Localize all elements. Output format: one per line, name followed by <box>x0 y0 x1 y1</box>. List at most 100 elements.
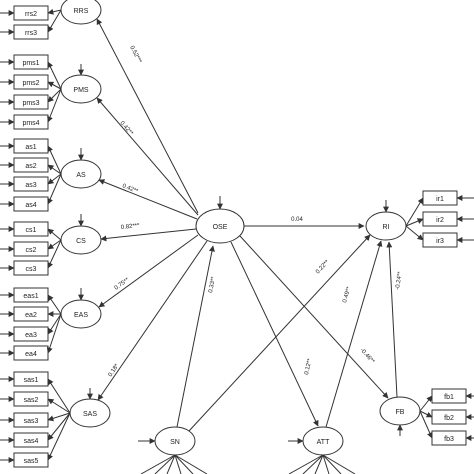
loading-as1 <box>47 145 62 175</box>
latent-ri: RI <box>365 211 407 241</box>
indicator-label-as3: as3 <box>25 182 36 189</box>
loading-ea4 <box>46 313 62 354</box>
coef-rrs-ose: 0.52*** <box>128 45 142 65</box>
latent-pms: PMS <box>60 74 102 104</box>
indicator-label-as4: as4 <box>25 202 36 209</box>
path-sn-ose <box>176 245 215 428</box>
indicator-label-ir2: ir2 <box>436 217 444 224</box>
latent-rrs: RRS <box>60 0 102 25</box>
measurement-model: rrs2rrs3pms1pms2pms3pms4as1as2as3as4cs1c… <box>0 5 474 474</box>
sn-loading-stub <box>174 454 194 474</box>
coef-fb-ri: -0.24** <box>395 271 404 291</box>
att-loading-stub <box>314 454 324 474</box>
loading-cs3 <box>47 239 62 269</box>
loading-ir2 <box>405 218 424 227</box>
loading-cs1 <box>47 228 62 241</box>
path-coefficients: 0.52*** 0.42** 0.42** 0.82*** 0.75** 0.1… <box>108 45 404 378</box>
indicator-label-ea4: ea4 <box>25 351 37 358</box>
indicator-label-ea3: ea3 <box>25 332 37 339</box>
path-pms-ose <box>96 97 199 216</box>
att-loading-stub <box>322 454 342 474</box>
loading-sas3 <box>47 412 71 422</box>
sn-loading-stub <box>154 454 176 474</box>
latent-fb-label: FB <box>396 409 405 416</box>
loading-as3 <box>47 173 62 185</box>
att-loading-stub <box>322 454 356 474</box>
latent-eas: EAS <box>60 299 102 329</box>
loading-fb1 <box>419 395 433 412</box>
indicator-label-eas1: eas1 <box>23 293 38 300</box>
loading-pms2 <box>47 81 62 90</box>
latent-ri-label: RI <box>383 224 390 231</box>
indicator-label-cs2: cs2 <box>26 247 37 254</box>
latent-eas-label: EAS <box>74 312 88 319</box>
coef-cs-ose: 0.82*** <box>121 223 141 231</box>
loading-as2 <box>47 164 62 175</box>
latent-sn-label: SN <box>170 439 180 446</box>
coef-ose-fb: -0.46** <box>359 347 376 365</box>
path-cs-ose <box>100 228 197 242</box>
loading-pms4 <box>47 88 62 123</box>
latent-sas-label: SAS <box>83 411 97 418</box>
indicator-label-pms2: pms2 <box>22 80 39 87</box>
loading-sas4 <box>47 412 71 441</box>
indicator-label-pms1: pms1 <box>22 60 39 67</box>
indicator-label-as2: as2 <box>25 163 36 170</box>
loading-rrs3 <box>47 9 62 33</box>
loading-cs2 <box>47 239 62 250</box>
coef-att-ri: 0.49** <box>342 286 352 304</box>
latent-ose: OSE <box>195 208 245 244</box>
indicator-label-ea2: ea2 <box>25 312 37 319</box>
latent-pms-label: PMS <box>73 87 89 94</box>
att-loading-stub <box>322 454 330 474</box>
indicator-label-sas5: sas5 <box>24 458 39 465</box>
latent-sas: SAS <box>69 398 111 428</box>
indicator-label-ir3: ir3 <box>436 238 444 245</box>
latent-att: ATT <box>302 426 344 456</box>
latent-ose-label: OSE <box>213 224 228 231</box>
indicator-label-fb1: fb1 <box>444 394 454 401</box>
loading-sas1 <box>47 378 71 414</box>
indicator-label-sas2: sas2 <box>24 397 39 404</box>
coef-ose-att: 0.12** <box>304 358 313 376</box>
latent-as: AS <box>60 159 102 189</box>
loading-sas2 <box>47 398 71 414</box>
structural-paths <box>96 18 398 432</box>
loading-ea3 <box>47 313 62 335</box>
path-eas-ose <box>98 234 199 308</box>
indicator-label-sas1: sas1 <box>24 377 39 384</box>
indicator-label-ir1: ir1 <box>436 196 444 203</box>
coef-pms-ose: 0.42** <box>118 120 134 137</box>
loading-ir1 <box>405 197 424 227</box>
path-rrs-ose <box>96 18 199 214</box>
loading-fb3 <box>419 410 433 439</box>
sn-loading-stub <box>166 454 176 474</box>
loading-as4 <box>47 173 62 205</box>
latent-cs-label: CS <box>76 238 86 245</box>
latent-rrs-label: RRS <box>74 8 89 15</box>
loading-pms3 <box>47 88 62 103</box>
coef-sn-ose: 0.33** <box>208 276 217 294</box>
path-ose-fb <box>239 235 389 399</box>
indicator-label-fb2: fb2 <box>444 415 454 422</box>
loading-sas5 <box>47 412 71 461</box>
coef-sn-ri: 0.22** <box>315 259 331 276</box>
indicator-label-rrs2: rrs2 <box>25 11 37 18</box>
latent-fb: FB <box>379 396 421 426</box>
loading-pms1 <box>47 61 62 90</box>
path-sn-ri <box>188 234 371 432</box>
indicator-label-rrs3: rrs3 <box>25 30 37 37</box>
indicator-label-pms3: pms3 <box>22 100 39 107</box>
coef-eas-ose: 0.75** <box>114 277 131 292</box>
latent-as-label: AS <box>76 172 86 179</box>
indicator-label-sas4: sas4 <box>24 438 39 445</box>
path-as-ose <box>98 179 198 220</box>
att-loading-stub <box>288 454 324 474</box>
loading-ir3 <box>405 225 424 241</box>
loading-fb2 <box>419 410 433 418</box>
indicator-label-as1: as1 <box>25 144 36 151</box>
sn-loading-stub <box>140 454 176 474</box>
latent-sn: SN <box>154 426 196 456</box>
path-sas-ose <box>97 240 208 401</box>
